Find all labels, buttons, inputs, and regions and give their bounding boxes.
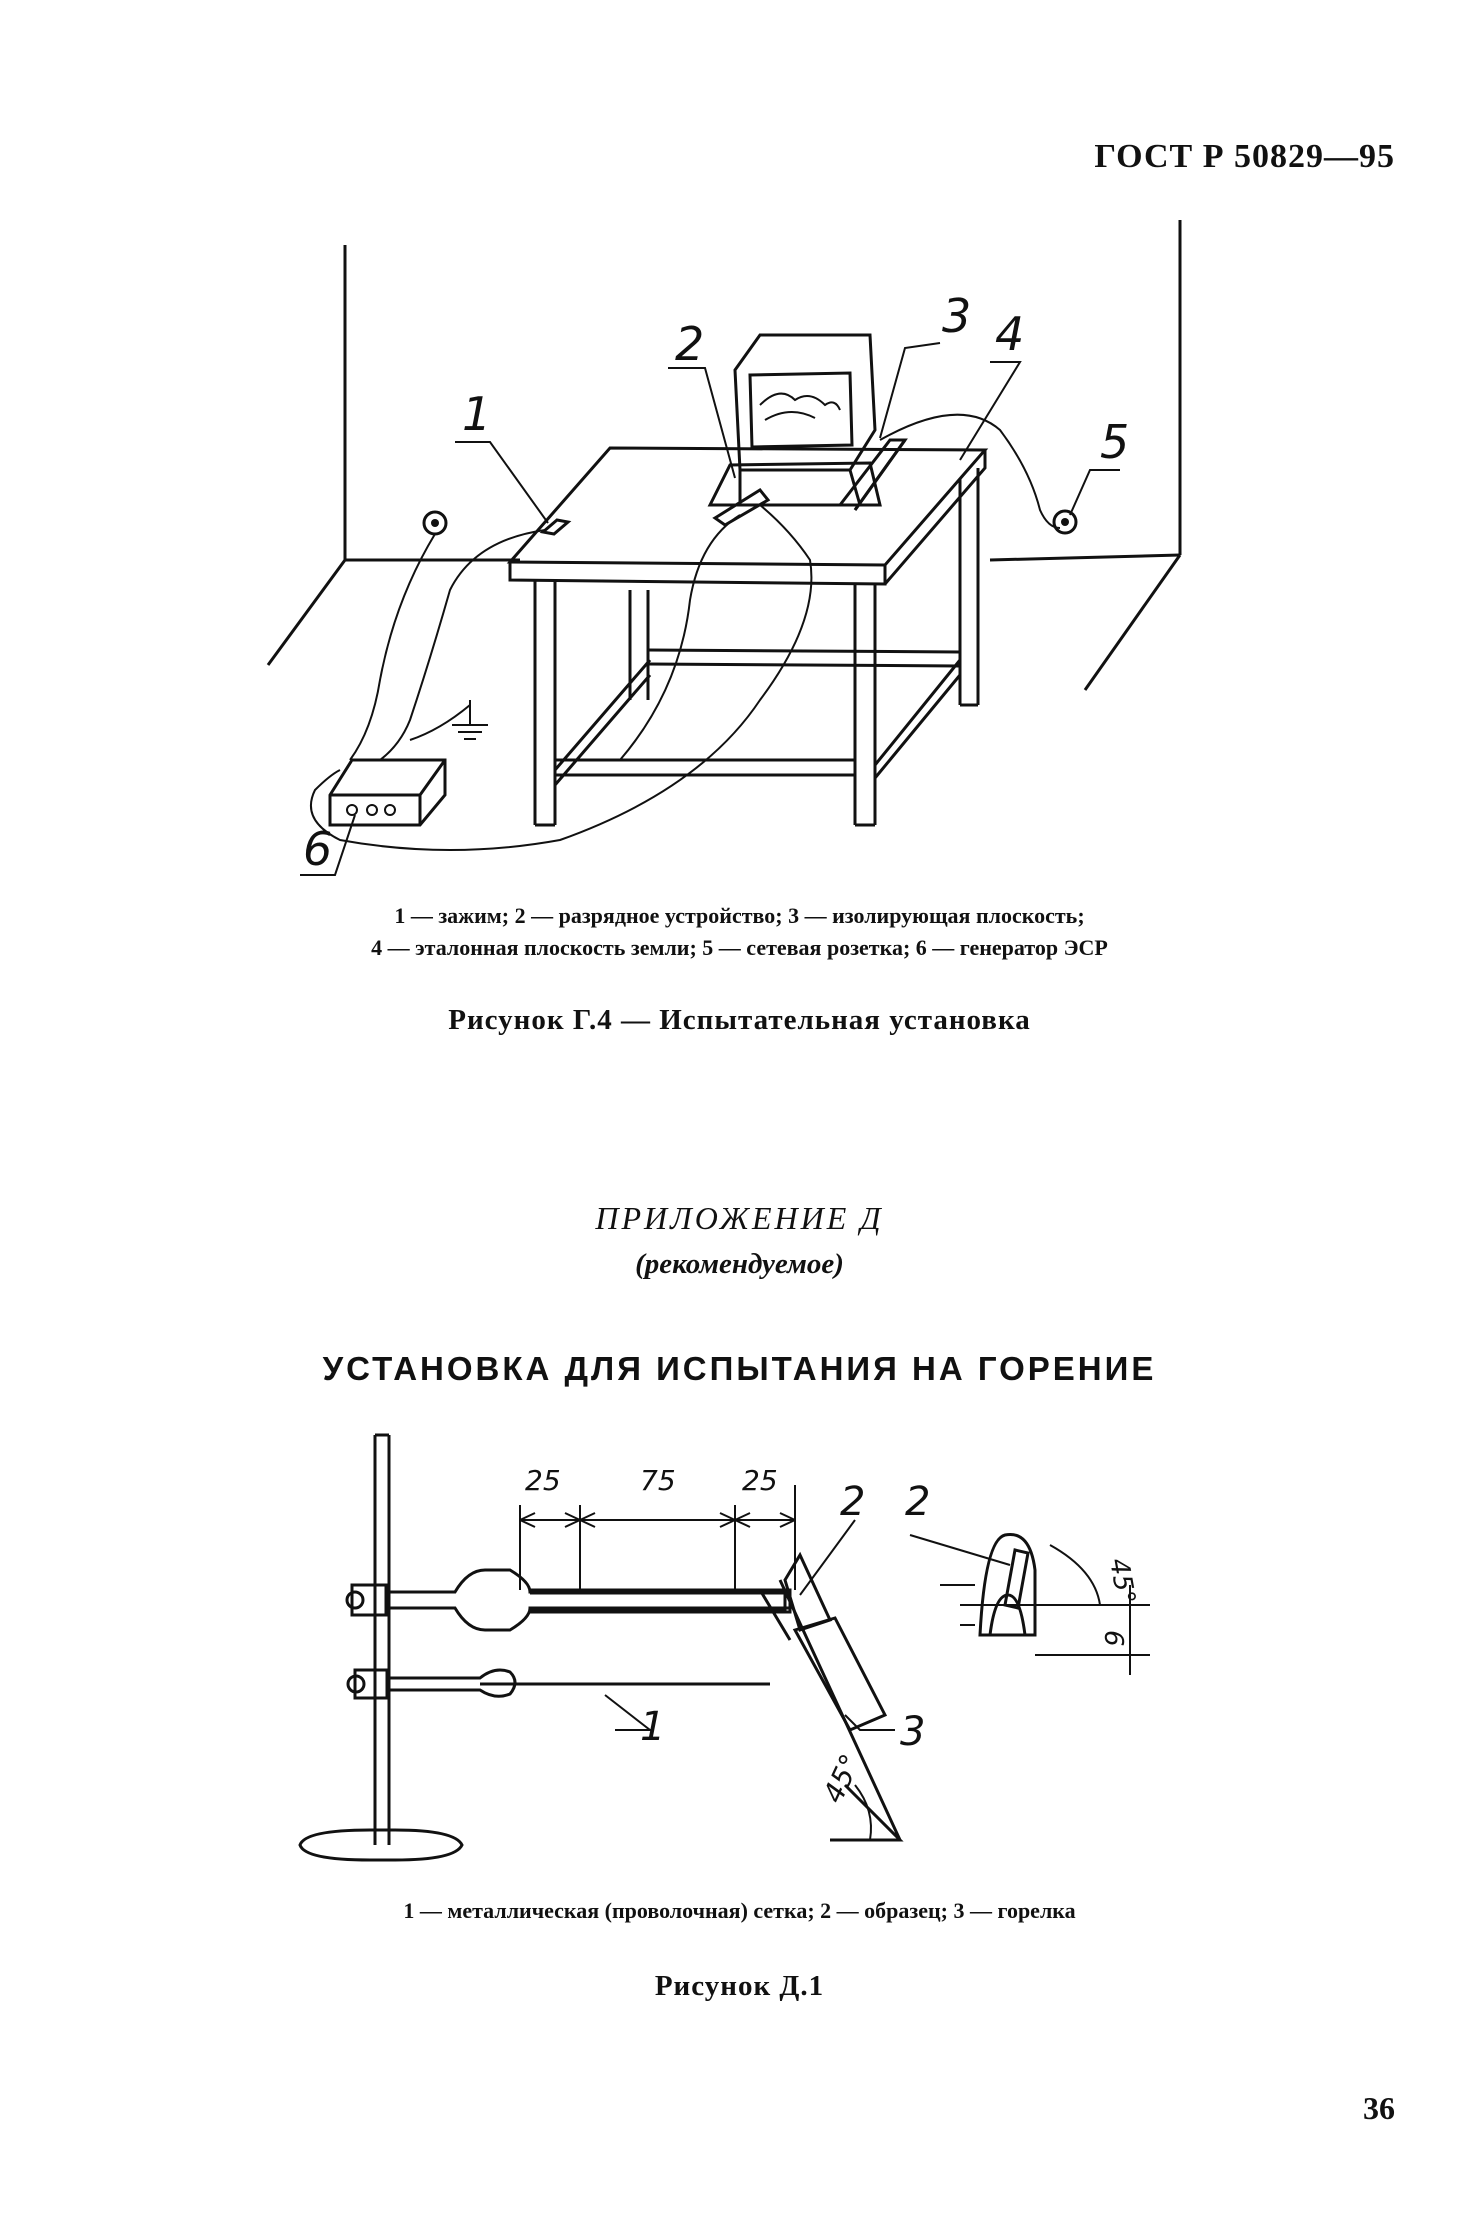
callout-3: 3 [942,289,971,343]
dim-75: 75 [640,1464,676,1497]
figure-d1-caption: Рисунок Д.1 [654,1970,825,2002]
dim-25-left: 25 [525,1464,561,1497]
callout-2: 2 [675,317,704,371]
callout-2-detail: 2 [905,1479,930,1525]
figure-d1-burning-test: 25 75 25 2 2 1 3 45° 45° 6 [298,1433,1150,1862]
callout-6: 6 [303,822,332,876]
callout-2-specimen: 2 [840,1479,865,1525]
appendix-title: ПРИЛОЖЕНИЕ Д [595,1200,884,1236]
figure-g4-legend-line2: 4 — эталонная плоскость земли; 5 — сетев… [371,935,1108,960]
callout-1: 1 [462,387,491,441]
appendix-subtitle: (рекомендуемое) [635,1248,844,1280]
callout-4: 4 [995,307,1024,361]
figure-g4-caption: Рисунок Г.4 — Испытательная установка [448,1004,1031,1036]
callout-3-burner: 3 [900,1709,925,1755]
angle-45-detail: 45° [1103,1556,1141,1607]
figure-d1-legend: 1 — металлическая (проволочная) сетка; 2… [403,1898,1076,1923]
dim-6: 6 [1098,1630,1128,1647]
callout-1-mesh: 1 [640,1704,665,1750]
callout-5: 5 [1100,415,1129,469]
page-number: 36 [1363,2090,1395,2126]
figure-g4-test-setup: 1 2 3 4 5 6 [266,220,1182,876]
dim-25-right: 25 [742,1464,778,1497]
figure-g4-legend-line1: 1 — зажим; 2 — разрядное устройство; 3 —… [394,903,1085,928]
document-header: ГОСТ Р 50829—95 [1094,138,1395,175]
section-title: УСТАНОВКА ДЛЯ ИСПЫТАНИЯ НА ГОРЕНИЕ [322,1350,1157,1387]
